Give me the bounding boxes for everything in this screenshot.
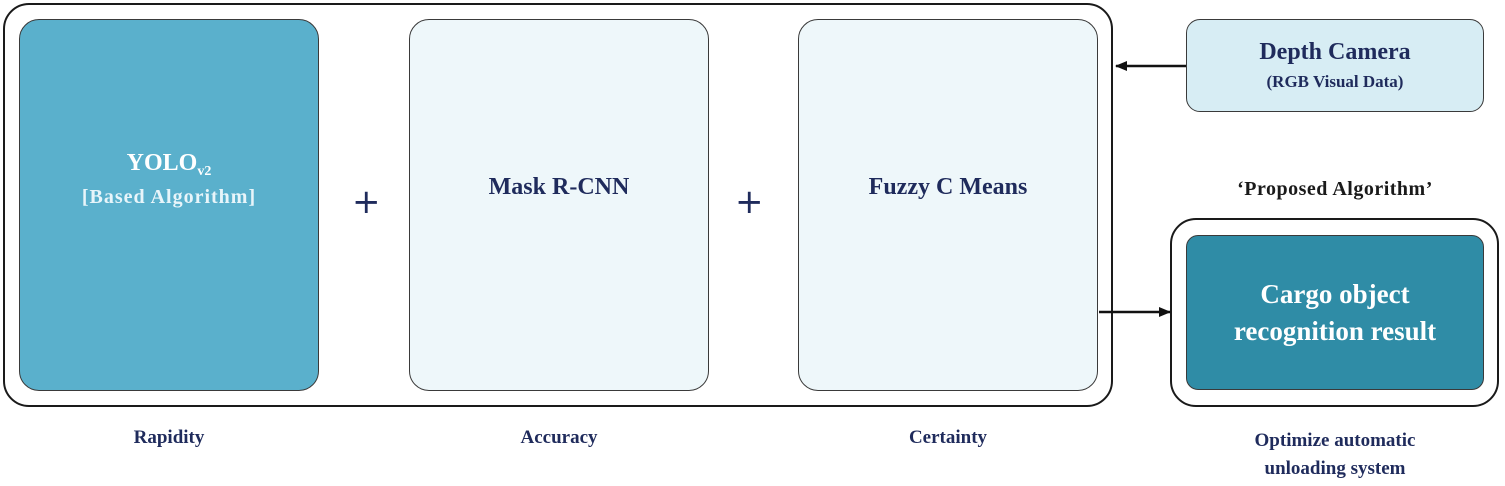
recognition-result-box: Cargo object recognition result: [1186, 235, 1484, 390]
depth-camera-subtitle: (RGB Visual Data): [1266, 72, 1404, 91]
yolo-subtitle: [Based Algorithm]: [81, 185, 257, 208]
proposed-algorithm-label: ‘Proposed Algorithm’: [1237, 178, 1433, 200]
caption-certainty: Certainty: [908, 427, 988, 448]
mask-rcnn-box: Mask R-CNN: [409, 19, 709, 391]
mask-rcnn-title: Mask R-CNN: [488, 173, 630, 200]
yolo-box: YOLOv2 [Based Algorithm]: [19, 19, 319, 391]
depth-camera-box: Depth Camera (RGB Visual Data): [1186, 19, 1484, 112]
caption-optimize-line-1: Optimize automatic: [1254, 430, 1416, 451]
fuzzy-c-means-title: Fuzzy C Means: [868, 173, 1028, 200]
plus-sign: +: [352, 182, 381, 222]
yolo-version: v2: [197, 163, 212, 179]
result-line-2: recognition result: [1233, 315, 1437, 346]
result-line-1: Cargo object: [1260, 279, 1410, 310]
caption-optimize-line-2: unloading system: [1264, 457, 1406, 479]
yolo-title: YOLOv2: [126, 149, 212, 179]
depth-camera-title: Depth Camera: [1259, 39, 1411, 65]
caption-accuracy: Accuracy: [520, 427, 598, 448]
fuzzy-c-means-box: Fuzzy C Means: [798, 19, 1098, 391]
plus-sign: +: [735, 182, 764, 222]
caption-optimize: Optimize automatic unloading system: [1170, 427, 1500, 482]
caption-rapidity: Rapidity: [133, 427, 205, 448]
